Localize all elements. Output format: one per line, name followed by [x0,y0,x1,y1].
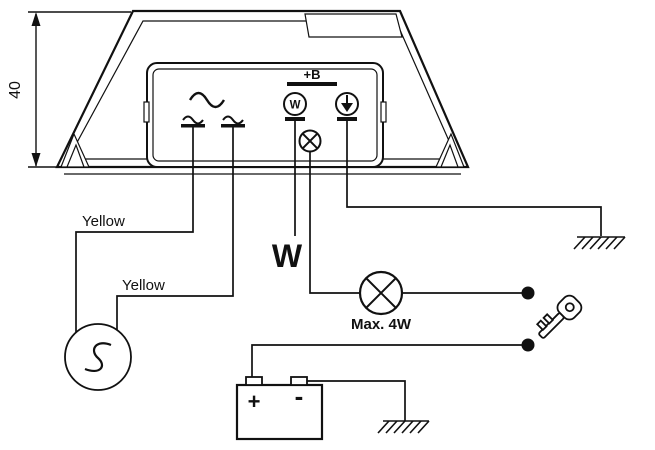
yellow-wire-1 [75,127,194,333]
connector-block: +B W [143,62,387,168]
dimension-arrow-down-icon [31,153,41,167]
dimension-extension-lines [28,11,131,168]
terminal-b-bar [287,82,337,86]
switch-contact-top [521,286,535,300]
yellow-wire-2 [116,127,234,330]
yellow-label-1: Yellow [82,213,125,230]
terminal-b-label: +B [304,67,321,82]
ac-terminal-1-icon [181,115,205,128]
diode-arrow-terminal-icon [335,92,359,121]
battery-terminal-negative [290,376,308,386]
regulator-top-notch [304,13,403,38]
mount-ear-right [435,132,465,168]
w-wire-label: W [272,238,303,274]
dimension-arrow-up-icon [31,12,41,26]
battery-body [235,383,324,441]
battery-terminal-positive [245,376,263,386]
ac-generator-icon [64,323,132,391]
ground-icon-right [573,236,626,250]
ac-wave-icon [188,91,226,109]
connector-inner [152,68,378,162]
terminal-w-label: W [290,100,301,112]
lamp-terminal-icon [298,129,322,153]
connector-latch-left [143,101,150,123]
ac-terminal-2-icon [221,115,245,128]
ground-icon-bottom [377,420,430,434]
key-icon [535,294,583,339]
yellow-label-2: Yellow [122,277,165,294]
lamp-wire [309,151,528,294]
ground-wire-right [346,121,602,236]
lamp-rating-label: Max. 4W [351,316,412,333]
ignition-switch [521,286,583,352]
battery-minus-label: - [295,381,304,411]
battery-positive-wire [251,344,528,378]
battery-plus-label: + [248,389,261,414]
mount-ear-left [60,132,90,168]
dimension-label: 40 [7,81,24,99]
wiring [75,121,602,421]
lamp-icon [358,270,404,316]
connector-latch-right [380,101,387,123]
dimension-40: 40 [7,11,131,168]
terminal-w-icon: W [283,92,307,121]
battery-icon: + - [235,376,324,441]
switch-contact-bottom [521,338,535,352]
battery-negative-wire [307,380,406,421]
